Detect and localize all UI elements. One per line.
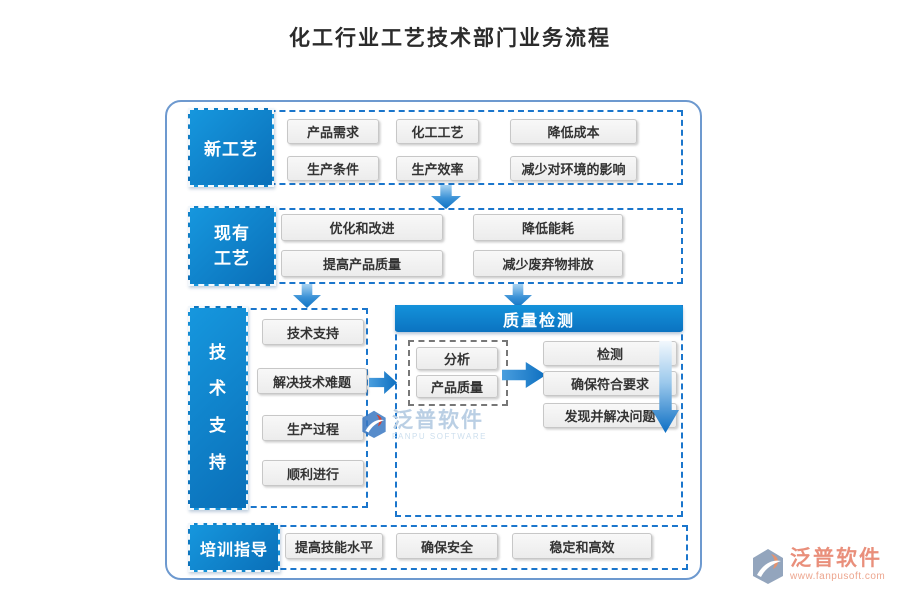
- center-watermark: 泛普软件 FANPU SOFTWARE: [360, 409, 487, 441]
- quality-inspection-title: 质量检测: [502, 312, 575, 330]
- optimize-improve-button: 优化和改进: [281, 214, 443, 241]
- ensure-safety-button: 确保安全: [396, 533, 498, 559]
- ensure-compliance-button: 确保符合要求: [543, 371, 677, 396]
- find-and-solve-problems-button: 发现并解决问题: [543, 403, 677, 428]
- solve-technical-problems-button: 解决技术难题: [257, 368, 367, 394]
- section-label-text: 现有工艺: [213, 223, 250, 269]
- product-quality-button: 产品质量: [416, 375, 498, 398]
- fanpu-logo-icon: [362, 410, 386, 438]
- reduce-waste-emission-button: 减少废弃物排放: [473, 250, 623, 277]
- section-label-text: 技术支持: [208, 342, 227, 472]
- section-label-existing-process: 现有工艺: [188, 206, 276, 286]
- watermark-text: 泛普软件 FANPU SOFTWARE: [392, 409, 487, 441]
- stable-efficient-button: 稳定和高效: [512, 533, 652, 559]
- fanpu-logo-icon: [753, 549, 783, 584]
- reduce-energy-button: 降低能耗: [473, 214, 623, 241]
- inspection-button: 检测: [543, 341, 677, 366]
- outer-frame: [165, 100, 702, 580]
- watermark-subname: FANPU SOFTWARE: [392, 432, 487, 442]
- section-label-training: 培训指导: [188, 523, 280, 572]
- section-label-tech-support: 技术支持: [188, 306, 248, 510]
- quality-inspection-header: 质量检测: [395, 305, 683, 332]
- brand-website: www.fanpusoft.com: [790, 571, 886, 583]
- section-label-text: 新工艺: [204, 140, 258, 159]
- chemical-process-button: 化工工艺: [396, 119, 479, 144]
- section-label-text: 培训指导: [199, 541, 268, 559]
- page-title: 化工行业工艺技术部门业务流程: [289, 27, 611, 50]
- analysis-button: 分析: [416, 347, 498, 370]
- production-process-button: 生产过程: [262, 415, 364, 441]
- watermark-name: 泛普软件: [392, 409, 484, 432]
- reduce-environmental-impact-button: 减少对环境的影响: [510, 156, 637, 181]
- improve-skills-button: 提高技能水平: [285, 533, 383, 559]
- reduce-cost-button: 降低成本: [510, 119, 637, 144]
- brand-logo: 泛普软件 www.fanpusoft.com: [750, 547, 885, 585]
- brand-text: 泛普软件 www.fanpusoft.com: [790, 547, 885, 582]
- smooth-operation-button: 顺利进行: [262, 460, 364, 486]
- product-demand-button: 产品需求: [287, 119, 379, 144]
- production-conditions-button: 生产条件: [287, 156, 379, 181]
- tech-support-button: 技术支持: [262, 319, 364, 345]
- production-efficiency-button: 生产效率: [396, 156, 479, 181]
- section-label-new-process: 新工艺: [188, 108, 274, 187]
- improve-product-quality-button: 提高产品质量: [281, 250, 443, 277]
- brand-name: 泛普软件: [790, 547, 882, 570]
